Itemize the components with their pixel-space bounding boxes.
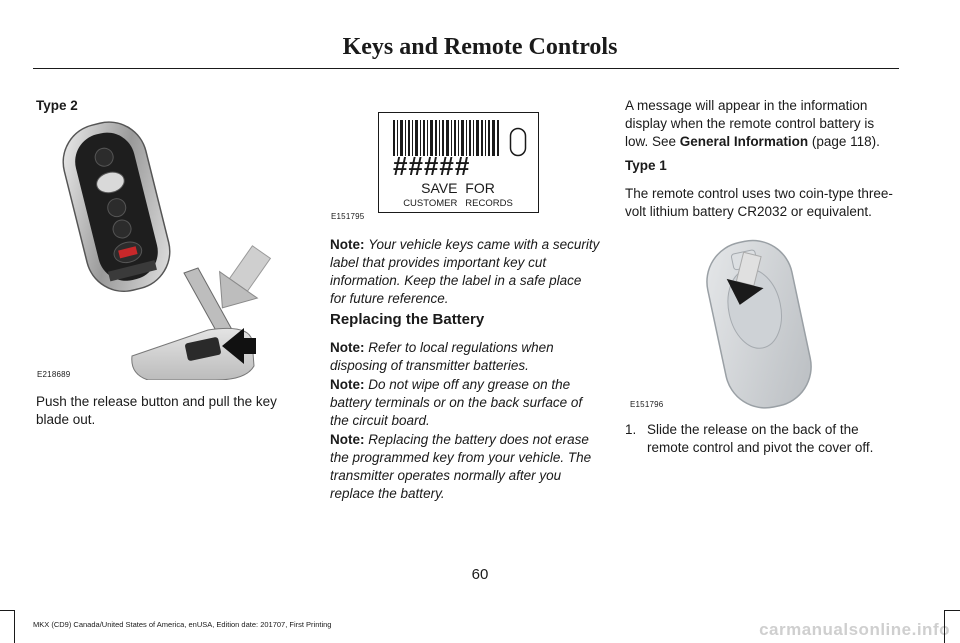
header-rule bbox=[33, 68, 899, 69]
battery-type-paragraph: The remote control uses two coin-type th… bbox=[625, 186, 893, 219]
type2-caption: Push the release button and pull the key… bbox=[36, 394, 277, 427]
note-programming: Note: Replacing the battery does not era… bbox=[330, 431, 600, 503]
step-1-text: Slide the release on the back of the rem… bbox=[647, 422, 874, 455]
battery-low-paragraph: A message will appear in the information… bbox=[625, 97, 895, 151]
type1-heading: Type 1 bbox=[625, 158, 667, 173]
key-fob-figure bbox=[36, 118, 296, 381]
label-card-hashes: ##### bbox=[393, 151, 471, 181]
figure-label-e218689: E218689 bbox=[37, 370, 71, 379]
note-body: Do not wipe off any grease on the batter… bbox=[330, 377, 583, 428]
barcode-icon bbox=[393, 120, 499, 156]
note-disposal: Note: Refer to local regulations when di… bbox=[330, 339, 600, 375]
note-body: Refer to local regulations when disposin… bbox=[330, 340, 554, 373]
note-label: Note: bbox=[330, 237, 365, 252]
crop-mark bbox=[14, 610, 15, 643]
page-number: 60 bbox=[471, 566, 489, 583]
edition-footer: MKX (CD9) Canada/United States of Americ… bbox=[33, 620, 332, 629]
label-card-line2: CUSTOMER RECORDS bbox=[403, 198, 513, 209]
note-label: Note: bbox=[330, 432, 365, 447]
key-fob-illustration bbox=[62, 121, 272, 381]
crop-mark bbox=[0, 610, 14, 611]
crop-mark bbox=[944, 610, 960, 611]
page-header-title: Keys and Remote Controls bbox=[342, 34, 618, 60]
figure-label-e151795: E151795 bbox=[331, 212, 365, 221]
paragraph-text: A message will appear in the information… bbox=[625, 98, 875, 149]
security-label-card: ##### SAVE FOR CUSTOMER RECORDS bbox=[378, 112, 539, 213]
note-security-label: Note: Your vehicle keys came with a secu… bbox=[330, 236, 600, 308]
section-heading-replacing-battery: Replacing the Battery bbox=[330, 311, 485, 328]
remote-back-figure bbox=[700, 236, 820, 412]
watermark: carmanualsonline.info bbox=[759, 620, 950, 639]
label-card-line1: SAVE FOR bbox=[421, 180, 495, 196]
note-body: Replacing the battery does not erase the… bbox=[330, 432, 592, 501]
note-label: Note: bbox=[330, 340, 365, 355]
step-number: 1. bbox=[625, 422, 637, 437]
paragraph-text: (page 118). bbox=[808, 134, 880, 149]
crop-mark bbox=[944, 610, 945, 643]
note-label: Note: bbox=[330, 377, 365, 392]
general-information-link[interactable]: General Information bbox=[679, 134, 809, 149]
figure-label-e151796: E151796 bbox=[630, 400, 664, 409]
key-tag-icon bbox=[509, 127, 527, 157]
note-grease: Note: Do not wipe off any grease on the … bbox=[330, 376, 600, 430]
note-body: Your vehicle keys came with a security l… bbox=[330, 237, 600, 306]
type2-heading: Type 2 bbox=[36, 98, 78, 113]
remote-back-illustration bbox=[706, 239, 812, 409]
